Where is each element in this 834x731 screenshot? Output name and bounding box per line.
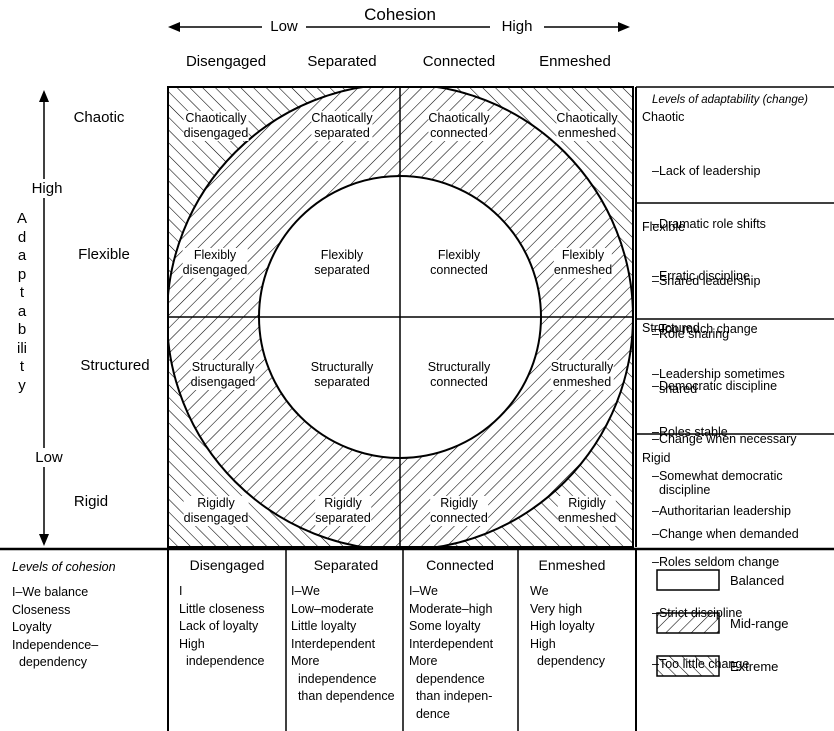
cohesion-table-frame bbox=[0, 547, 834, 731]
cell-rigid-connected: Rigidly connected bbox=[430, 496, 488, 526]
adaptability-arrow bbox=[39, 90, 49, 546]
cohesion-level-enmeshed: Enmeshed bbox=[539, 53, 611, 70]
legend-extreme-swatch bbox=[656, 655, 720, 677]
cell-structured-separated: Structurally separated bbox=[310, 360, 374, 389]
panel-group-structured-name: Structured bbox=[642, 321, 700, 335]
adaptability-level-chaotic: Chaotic bbox=[73, 109, 125, 126]
cell-chaotic-disengaged: Chaotically disengaged bbox=[183, 111, 249, 141]
cell-rigid-disengaged: Rigidly disengaged bbox=[183, 496, 249, 526]
cohesion-title: Cohesion bbox=[364, 5, 436, 24]
cohesion-col-disengaged-body: I Little closeness Lack of loyalty High … bbox=[179, 584, 265, 668]
cell-structured-disengaged: Structurally disengaged bbox=[190, 360, 256, 390]
cell-chaotic-connected: Chaotically connected bbox=[428, 111, 490, 141]
panel-group-chaotic-name: Chaotic bbox=[642, 110, 685, 124]
cohesion-col-enmeshed-body: We Very high High loyalty High dependenc… bbox=[530, 584, 606, 668]
legend bbox=[656, 569, 720, 677]
cohesion-col-separated-body: I–We Low–moderate Little loyalty Interde… bbox=[291, 584, 395, 703]
cohesion-high-label: High bbox=[501, 18, 533, 35]
cohesion-level-connected: Connected bbox=[422, 53, 496, 70]
cell-flexible-disengaged: Flexibly disengaged bbox=[182, 248, 248, 278]
adaptability-level-rigid: Rigid bbox=[73, 493, 109, 510]
cell-chaotic-separated: Chaotically separated bbox=[311, 111, 373, 141]
cell-chaotic-enmeshed: Chaotically enmeshed bbox=[556, 111, 618, 141]
adaptability-high-label: High bbox=[31, 179, 63, 198]
cohesion-col-enmeshed-name: Enmeshed bbox=[538, 557, 606, 573]
panel-group-rigid-items: –Authoritarian leadership –Roles seldom … bbox=[652, 504, 791, 671]
cohesion-level-disengaged: Disengaged bbox=[185, 53, 267, 70]
adaptability-level-structured: Structured bbox=[80, 357, 150, 374]
cell-flexible-connected: Flexibly connected bbox=[430, 248, 488, 277]
cell-flexible-enmeshed: Flexibly enmeshed bbox=[553, 248, 613, 278]
adaptability-panel-title: Levels of adaptability (change) bbox=[652, 94, 808, 106]
panel-group-structured-items: –Leadership sometimes shared –Roles stab… bbox=[652, 367, 799, 541]
legend-balanced-swatch bbox=[656, 569, 720, 591]
panel-group-chaotic-items: –Lack of leadership –Dramatic role shift… bbox=[652, 164, 766, 336]
legend-extreme-label: Extreme bbox=[730, 659, 779, 674]
cohesion-level-separated: Separated bbox=[307, 53, 377, 70]
panel-group-flexible-name: Flexible bbox=[642, 220, 686, 234]
panel-group-flexible-items: –Shared leadership –Role sharing –Democr… bbox=[652, 274, 797, 446]
cohesion-col-separated-name: Separated bbox=[313, 557, 379, 573]
cohesion-col-connected-name: Connected bbox=[426, 557, 494, 573]
cohesion-arrow bbox=[168, 22, 630, 32]
cell-flexible-separated: Flexibly separated bbox=[314, 248, 370, 277]
panel-group-rigid-name: Rigid bbox=[642, 451, 671, 465]
legend-midrange-label: Mid-range bbox=[730, 616, 789, 631]
adaptability-level-flexible: Flexible bbox=[78, 246, 130, 263]
cell-structured-enmeshed: Structurally enmeshed bbox=[550, 360, 614, 390]
cell-rigid-enmeshed: Rigidly enmeshed bbox=[557, 496, 617, 526]
cohesion-panel-title: Levels of cohesion bbox=[12, 560, 116, 574]
cell-rigid-separated: Rigidly separated bbox=[315, 496, 371, 526]
adaptability-panel-frame bbox=[635, 86, 834, 547]
cohesion-low-label: Low bbox=[270, 18, 298, 35]
adaptability-title: Adaptability bbox=[17, 210, 28, 394]
cell-structured-connected: Structurally connected bbox=[427, 360, 491, 389]
cohesion-col-connected-body: I–We Moderate–high Some loyalty Interdep… bbox=[409, 584, 494, 721]
cohesion-col-disengaged-name: Disengaged bbox=[189, 557, 265, 573]
legend-midrange-swatch bbox=[656, 612, 720, 634]
adaptability-low-label: Low bbox=[35, 448, 63, 467]
grid-lines bbox=[167, 86, 634, 548]
legend-balanced-label: Balanced bbox=[730, 573, 785, 588]
cohesion-panel-row-labels: I–We balance Closeness Loyalty Independe… bbox=[12, 585, 99, 669]
